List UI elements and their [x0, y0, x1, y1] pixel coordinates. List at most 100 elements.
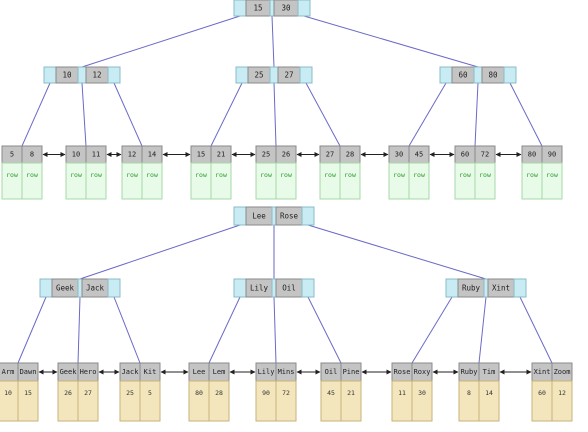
leaf-key-label: 90 [548, 151, 556, 159]
pointer-cell [269, 0, 275, 17]
key-label: 30 [281, 4, 291, 13]
tree-edge [21, 82, 51, 147]
leaf-key-label: Xint [534, 368, 551, 376]
leaf-key-label: 11 [92, 151, 100, 159]
pointer-cell [301, 206, 315, 226]
tree-edge [474, 82, 479, 147]
leaf-value-label: row [479, 171, 491, 179]
leaf-key-label: 26 [282, 151, 290, 159]
leaf-value-cell [208, 380, 230, 422]
tree-edge [79, 224, 241, 280]
leaf-value-label: row [459, 171, 471, 179]
leaf-value-cell [275, 162, 297, 200]
key-label: Xint [492, 284, 510, 293]
tree-edge [273, 296, 277, 364]
tree-edge [113, 296, 141, 364]
leaf-value-cell [188, 380, 210, 422]
pointer-cell [107, 66, 121, 84]
tree-edge [273, 82, 277, 147]
pointer-cell [513, 278, 527, 298]
leaf-value-cell [391, 380, 413, 422]
internal-node: Ruby Xint [445, 278, 527, 298]
leaf-value-label: 26 [64, 389, 72, 397]
pointer-cell [271, 278, 277, 298]
pointer-cell [77, 278, 83, 298]
leaf-value-cell [319, 162, 341, 200]
leaf-key-label: 80 [528, 151, 536, 159]
leaf-value-label: 45 [327, 389, 335, 397]
leaf-key-label: Dawn [20, 368, 37, 376]
leaf-value-cell [141, 162, 163, 200]
pointer-cell [299, 66, 313, 84]
leaf-value-cell [411, 380, 433, 422]
leaf-value-cell [119, 380, 141, 422]
leaf-value-cell [521, 162, 543, 200]
leaf-value-cell [339, 162, 361, 200]
leaf-value-cell [531, 380, 553, 422]
pointer-cell [271, 206, 277, 226]
pointer-cell [269, 66, 279, 84]
tree-edge [113, 82, 143, 147]
leaf-value-label: 30 [418, 389, 426, 397]
leaf-value-cell [0, 380, 19, 422]
key-label: Lily [250, 284, 269, 293]
leaf-value-label: 15 [24, 389, 32, 397]
leaf-value-label: 28 [215, 389, 223, 397]
leaf-value-cell [77, 380, 99, 422]
leaf-key-label: 15 [197, 151, 205, 159]
leaf-key-label: Lily [258, 368, 275, 376]
leaf-value-label: row [6, 171, 18, 179]
leaf-key-label: 25 [262, 151, 270, 159]
leaf-key-label: 12 [128, 151, 136, 159]
tree-edge [519, 296, 553, 364]
leaf-value-label: row [344, 171, 356, 179]
leaf-key-label: 28 [346, 151, 354, 159]
tree-edge [478, 296, 487, 364]
leaf-value-cell [474, 162, 496, 200]
tree-edge [81, 82, 87, 147]
leaf-key-label: Lee [193, 368, 206, 376]
leaf-value-label: row [215, 171, 227, 179]
leaf-value-cell [458, 380, 480, 422]
leaf-value-label: 80 [195, 389, 203, 397]
leaf-key-label: 10 [72, 151, 80, 159]
pointer-cell [439, 66, 453, 84]
pointer-cell [43, 66, 57, 84]
leaf-value-label: row [26, 171, 38, 179]
tree-edge [509, 82, 543, 147]
leaf-key-label: 8 [30, 151, 34, 159]
pointer-cell [107, 278, 121, 298]
leaf-value-label: 27 [84, 389, 92, 397]
leaf-value-label: row [146, 171, 158, 179]
leaf-key-label: 45 [415, 151, 423, 159]
leaf-value-label: 8 [467, 389, 471, 397]
leaf-value-label: 25 [126, 389, 134, 397]
leaf-value-cell [139, 380, 161, 422]
key-label: 27 [284, 71, 293, 80]
leaf-key-label: 21 [217, 151, 225, 159]
leaf-value-cell [17, 380, 39, 422]
leaf-value-label: 21 [347, 389, 355, 397]
leaf-value-label: 60 [538, 389, 546, 397]
key-label: Oil [282, 284, 296, 293]
leaf-value-label: 90 [262, 389, 270, 397]
tree-edge [17, 296, 47, 364]
leaf-value-label: 10 [4, 389, 12, 397]
tree-edge [77, 296, 81, 364]
leaf-key-label: Geek [60, 368, 78, 376]
key-label: Ruby [462, 284, 481, 293]
key-label: 15 [253, 4, 262, 13]
tree-edge [81, 15, 241, 68]
leaf-value-cell [85, 162, 107, 200]
